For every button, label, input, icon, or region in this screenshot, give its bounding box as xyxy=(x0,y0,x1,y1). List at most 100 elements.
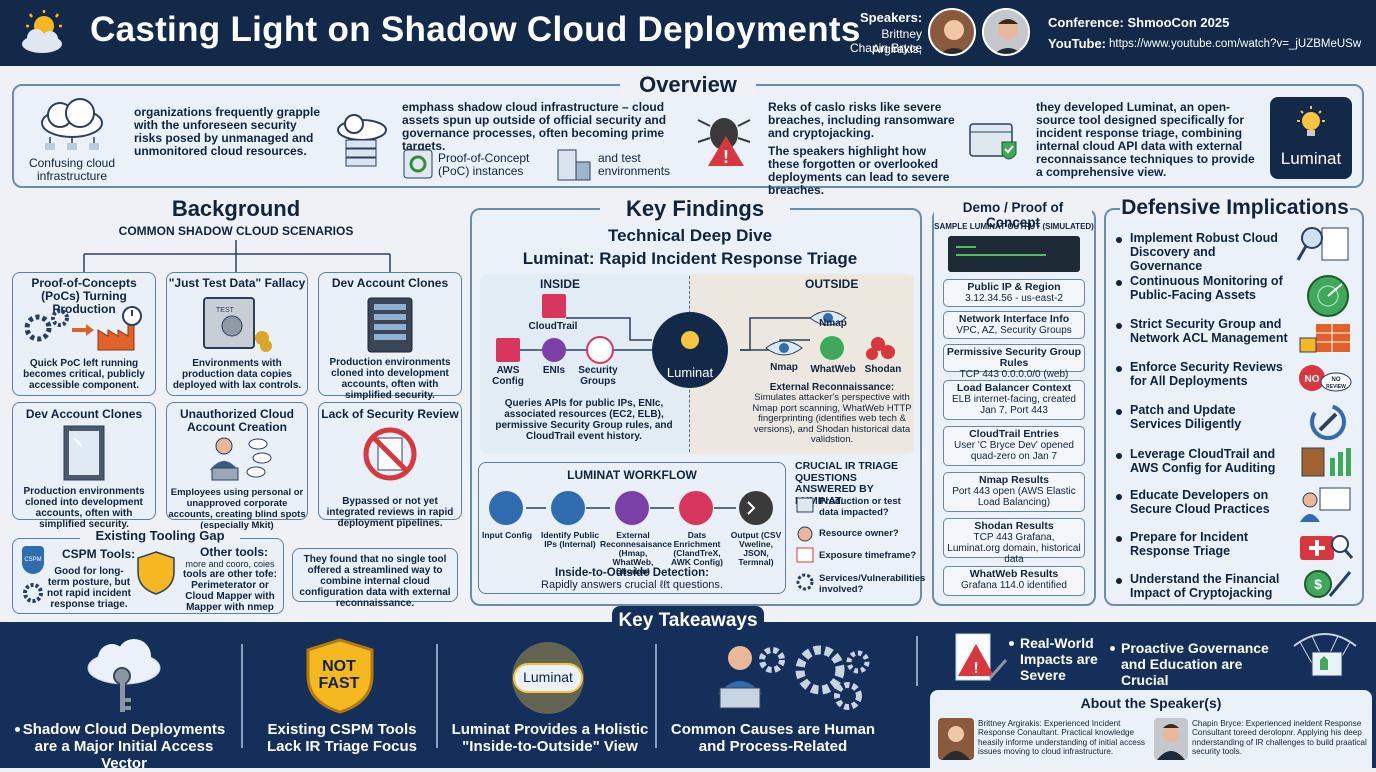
demo-box-title: Permissive Security Group Rules xyxy=(946,346,1082,369)
bug-warning-icon: ! xyxy=(697,118,751,167)
no-review-review: REVIEW xyxy=(1326,384,1346,390)
speakers-name-2: Chapin Bryce xyxy=(849,41,922,55)
demo-box-value: ELB internet-facing, created Jan 7, Port… xyxy=(952,394,1076,416)
workflow-box xyxy=(478,462,786,594)
radar-icon xyxy=(1307,275,1349,317)
shield-browser-icon xyxy=(969,123,1017,160)
speakers-name-1: Brittney Argirakis, xyxy=(871,27,922,56)
demo-box-value: TCP 443 Grafana, Luminat.org domain, his… xyxy=(947,532,1081,565)
defensive-item: Enforce Security Reviews for All Deploym… xyxy=(1130,360,1283,388)
gear-icon xyxy=(403,149,433,179)
log-chart-icon xyxy=(1301,447,1351,477)
inside-item-aws-config: AWS Config xyxy=(492,365,524,387)
bullet xyxy=(1116,280,1122,286)
demo-box-title: Public IP & Region xyxy=(967,281,1061,293)
demo-title: Demo / Proof of Concept xyxy=(934,200,1092,230)
outside-item-shodan: Shodan xyxy=(864,364,902,375)
ir-question: Services/Vulnerabilities involved? xyxy=(819,573,926,595)
lightbulb-icon xyxy=(1297,106,1325,136)
youtube-link[interactable]: https://www.youtube.com/watch?v=_jUZBMeU… xyxy=(1109,38,1362,50)
not-fast-shield-icon xyxy=(306,638,374,714)
divider xyxy=(916,636,918,686)
first-aid-icon xyxy=(1300,535,1354,560)
inside-item-enis: ENIs xyxy=(542,365,566,376)
overview-panel xyxy=(12,84,1364,188)
avatar-brittney xyxy=(938,718,974,760)
background-title: Background xyxy=(171,196,301,221)
workflow-diagram xyxy=(489,491,773,525)
outside-item-whatweb: WhatWeb xyxy=(810,364,856,375)
defensive-item: Implement Robust Cloud Discovery and Gov… xyxy=(1130,231,1278,273)
magnifier-clipboard-icon xyxy=(1296,227,1349,261)
key-findings-sub2: Luminat: Rapid Incident Response Triage xyxy=(522,249,858,268)
about-chapin: Chapin Bryce: Experienced ineldent Respo… xyxy=(1192,719,1367,757)
overview-icon-caption: Confusing cloud infrastructure xyxy=(28,156,116,183)
bullet xyxy=(1116,366,1122,372)
scenario-card-title: Proof-of-Concepts (PoCs) Turning Product… xyxy=(31,276,137,316)
ir-question: Resource owner? xyxy=(819,528,899,539)
demo-box-title: CloudTrail Entries xyxy=(969,428,1059,440)
bullet xyxy=(1009,641,1014,646)
luminat-badge-text: Luminat xyxy=(523,669,573,685)
defensive-item: Prepare for Incident Response Triage xyxy=(1130,530,1249,558)
workflow-sub-title: Inside-to-Outside Detection: xyxy=(555,567,709,579)
cspm-title: CSPM Tools: xyxy=(62,547,136,561)
terminal-window xyxy=(948,236,1080,272)
bullet xyxy=(1116,453,1122,459)
scenario-card-desc: Production environments cloned into deve… xyxy=(329,357,451,401)
other-tools-desc-1: more and cooro, coies xyxy=(185,559,275,569)
overview-poc: Proof-of-Concept (PoC) instances xyxy=(438,151,530,178)
page-title: Casting Light on Shadow Cloud Deployment… xyxy=(90,10,861,49)
luminat-center-label: Luminat xyxy=(666,365,714,380)
ir-question-icons xyxy=(796,497,814,591)
scenario-card-desc: Bypassed or not yet integrated reviews i… xyxy=(326,496,454,529)
workflow-step: Dats Enrichment (ClandTreX, AWK Config) xyxy=(671,530,723,567)
divider xyxy=(241,644,243,748)
overview-col1: organizations frequently grapple with th… xyxy=(134,105,321,158)
avatar-chapin xyxy=(1154,718,1188,760)
other-tools-title: Other tools: xyxy=(200,545,268,559)
ir-questions-title: CRUCIAL IR TRIAGE QUESTIONS ANSWERED BY … xyxy=(795,460,899,507)
scenario-card-title: Unauthorized Cloud Account Creation xyxy=(180,407,294,434)
svg-text:$: $ xyxy=(1314,576,1322,592)
demo-box-value: Grafana 114.0 identified xyxy=(960,580,1067,591)
safe-icon: TEST xyxy=(203,297,272,352)
demo-box-title: Load Balancer Context xyxy=(956,382,1072,394)
mirror-icon xyxy=(63,425,105,481)
bullet xyxy=(1116,536,1122,542)
takeaway-3: Luminat Provides a Holistic "Inside-to-O… xyxy=(451,721,649,755)
prohibited-icon xyxy=(363,427,417,481)
svg-text:!: ! xyxy=(723,147,729,167)
takeaways-title: Key Takeaways xyxy=(612,606,764,636)
luminat-glow-icon xyxy=(512,642,584,714)
safe-label: TEST xyxy=(216,307,235,314)
teacher-board-icon xyxy=(1300,487,1351,522)
finding-text: They found that no single tool offered a… xyxy=(299,554,451,609)
about-title: About the Speaker(s) xyxy=(1080,695,1222,711)
user-icon xyxy=(797,526,813,542)
cloud-key-icon xyxy=(87,639,161,712)
workflow-step: Identify Public IPs (Internal) xyxy=(540,530,600,549)
defensive-item: Strict Security Group and Network ACL Ma… xyxy=(1130,317,1288,345)
takeaway-1: Shadow Cloud Deployments are a Major Ini… xyxy=(22,721,226,772)
sun-cloud-icon xyxy=(22,10,62,53)
server-icon xyxy=(367,297,413,353)
outside-label: OUTSIDE xyxy=(805,277,859,291)
about-brittney: Brittney Argirakis: Experienced Incident… xyxy=(978,719,1146,757)
outside-area xyxy=(690,274,914,454)
svg-text:!: ! xyxy=(973,660,978,677)
key-findings-sub1: Technical Deep Dive xyxy=(607,226,773,245)
demo-box-value: 3.12.34.56 - us-east-2 xyxy=(965,293,1063,304)
gear-icon xyxy=(23,583,43,603)
bullet xyxy=(1116,237,1122,243)
demo-box-value: Port 443 open (AWS Elastic Load Balancin… xyxy=(952,486,1076,508)
scenario-card-title: "Just Test Data" Fallacy xyxy=(168,276,306,290)
overview-title: Overview xyxy=(620,72,756,98)
overview-col2: emphass shadow cloud infrastructure – cl… xyxy=(402,100,667,153)
